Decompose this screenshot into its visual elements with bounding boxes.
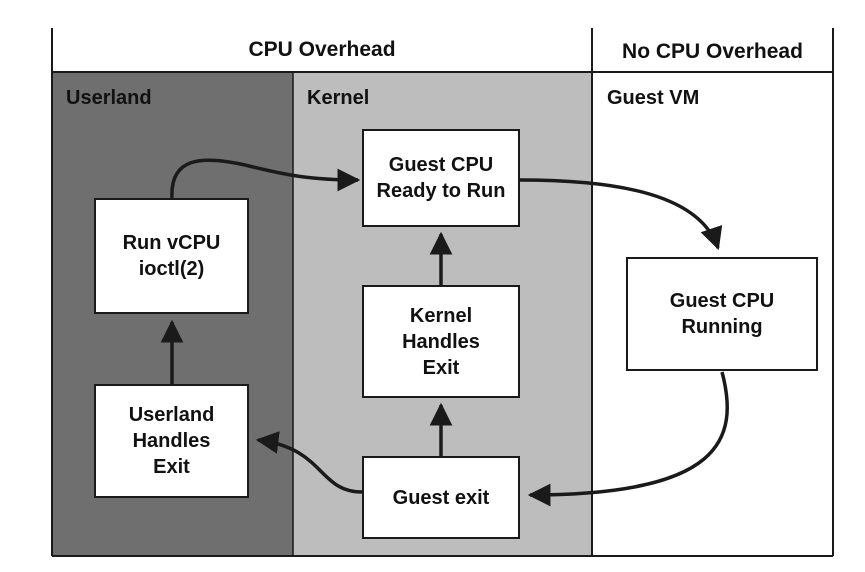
userland-handles-exit-box: Userland Handles Exit <box>94 384 249 498</box>
arrow-ready-to-running <box>519 178 723 251</box>
kernel-handles-exit-label: Kernel Handles Exit <box>402 304 480 379</box>
lane-title-guest-vm: Guest VM <box>607 87 700 109</box>
arrow-guest-exit-to-userland-handles <box>255 431 363 494</box>
userland-handles-exit-label: Userland Handles Exit <box>128 404 215 478</box>
guest-cpu-ready-label: Guest CPU Ready to Run <box>376 154 506 202</box>
guest-cpu-running-label: Guest CPU Running <box>669 290 775 338</box>
arrow-run-vcpu-to-ready <box>170 158 361 199</box>
run-vcpu-label: Run vCPU ioctl(2) <box>122 232 221 280</box>
arrow-running-to-guest-exit <box>527 371 729 507</box>
kernel-handles-exit-box: Kernel Handles Exit <box>362 285 520 398</box>
header-no-cpu-overhead: No CPU Overhead <box>622 40 803 63</box>
run-vcpu-box: Run vCPU ioctl(2) <box>94 198 249 314</box>
guest-exit-label: Guest exit <box>392 486 490 509</box>
lane-title-userland: Userland <box>66 87 152 109</box>
guest-cpu-ready-box: Guest CPU Ready to Run <box>362 129 520 227</box>
lane-title-kernel: Kernel <box>307 87 370 109</box>
guest-cpu-running-box: Guest CPU Running <box>626 257 818 371</box>
guest-exit-box: Guest exit <box>362 456 520 539</box>
header-cpu-overhead: CPU Overhead <box>248 38 396 61</box>
